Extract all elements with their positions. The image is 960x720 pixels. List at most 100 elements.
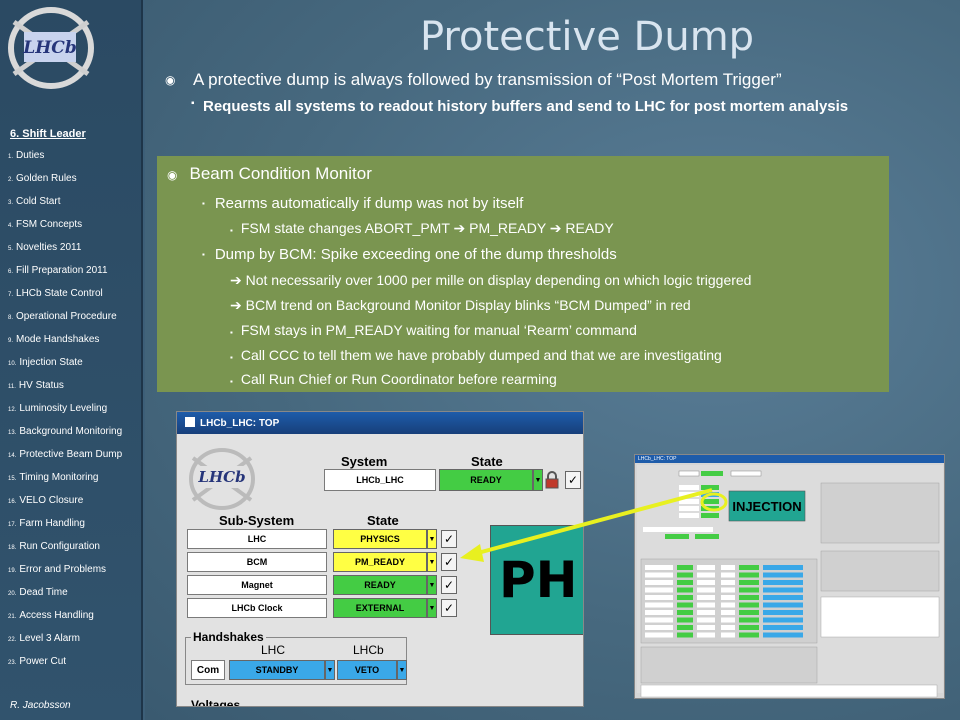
agenda-item[interactable]: 23.Power Cut	[8, 656, 122, 679]
hdr-state: State	[471, 454, 503, 469]
agenda-item-number: 13.	[8, 430, 17, 436]
subsystem-state[interactable]: PM_READY	[333, 552, 427, 572]
agenda-item-number: 20.	[8, 591, 17, 597]
sub-bullet-icon: ▪	[191, 98, 195, 109]
mini-cell	[677, 632, 693, 638]
hs-lhcb-state[interactable]: VETO	[337, 660, 397, 680]
lock-icon[interactable]	[545, 471, 559, 489]
partition-box	[490, 525, 583, 635]
subsystem-name[interactable]: LHC	[187, 529, 327, 549]
hdr-system: System	[341, 454, 388, 469]
agenda-item[interactable]: 7.LHCb State Control	[8, 288, 122, 311]
mini-cell	[677, 587, 693, 593]
mini-cell	[763, 617, 803, 623]
agenda-item-label: HV Status	[18, 380, 64, 391]
subsystem-name[interactable]: BCM	[187, 552, 327, 572]
agenda-item[interactable]: 14.Protective Beam Dump	[8, 449, 122, 472]
agenda-item-label: Run Configuration	[19, 541, 100, 552]
mini-cell	[645, 565, 673, 570]
dropdown-arrow-icon[interactable]: ▼	[397, 660, 407, 680]
bcm-l3f: ▪Call Run Chief or Run Coordinator befor…	[230, 371, 557, 387]
bullet-icon: ◉	[167, 168, 178, 182]
agenda-item[interactable]: 1.Duties	[8, 150, 122, 173]
agenda-item[interactable]: 2.Golden Rules	[8, 173, 122, 196]
agenda-item[interactable]: 8.Operational Procedure	[8, 311, 122, 334]
svg-text:INJECTION: INJECTION	[732, 499, 801, 514]
agenda-item-number: 22.	[8, 637, 17, 643]
bcm-l2b: ▪Dump by BCM: Spike exceeding one of the…	[202, 246, 617, 263]
dropdown-arrow-icon[interactable]: ▼	[427, 529, 437, 549]
system-name-box[interactable]: LHCb_LHC	[324, 469, 436, 491]
agenda-item-label: LHCb State Control	[16, 288, 103, 299]
mini-cell	[677, 572, 693, 578]
subsystem-state[interactable]: READY	[333, 575, 427, 595]
mini-cell	[645, 625, 673, 630]
checkmark-icon[interactable]: ✓	[441, 553, 457, 571]
subsystem-state[interactable]: PHYSICS	[333, 529, 427, 549]
agenda-item[interactable]: 4.FSM Concepts	[8, 219, 122, 242]
subsystem-name[interactable]: LHCb Clock	[187, 598, 327, 618]
dropdown-arrow-icon[interactable]: ▼	[533, 469, 543, 491]
dropdown-arrow-icon[interactable]: ▼	[325, 660, 335, 680]
panel-title: LHCb_LHC: TOP	[200, 418, 280, 429]
checkmark-icon[interactable]: ✓	[565, 471, 581, 489]
agenda-item[interactable]: 6.Fill Preparation 2011	[8, 265, 122, 288]
system-state-box[interactable]: READY	[439, 469, 533, 491]
agenda-item[interactable]: 22.Level 3 Alarm	[8, 633, 122, 656]
hdr-substate: State	[367, 513, 399, 528]
agenda-item[interactable]: 17.Farm Handling	[8, 518, 122, 541]
agenda-item[interactable]: 21.Access Handling	[8, 610, 122, 633]
mini-cell	[721, 565, 735, 570]
sub-bullet-icon: ▪	[202, 250, 205, 259]
checkmark-icon[interactable]: ✓	[441, 576, 457, 594]
bcm-l3c: ➔ BCM trend on Background Monitor Displa…	[230, 297, 691, 314]
agenda-item[interactable]: 11.HV Status	[8, 380, 122, 403]
mini-cell	[677, 625, 693, 630]
agenda-item-label: Level 3 Alarm	[19, 633, 80, 644]
subsystem-state[interactable]: EXTERNAL	[333, 598, 427, 618]
agenda-item[interactable]: 10.Injection State	[8, 357, 122, 380]
mini-cell	[645, 617, 673, 623]
dropdown-arrow-icon[interactable]: ▼	[427, 552, 437, 572]
mini-cell	[763, 587, 803, 593]
agenda-item[interactable]: 16.VELO Closure	[8, 495, 122, 518]
dropdown-arrow-icon[interactable]: ▼	[427, 575, 437, 595]
agenda-item[interactable]: 18.Run Configuration	[8, 541, 122, 564]
bullet-1-text: A protective dump is always followed by …	[193, 70, 782, 89]
agenda-item-label: Duties	[16, 150, 45, 161]
mini-titlebar: LHCb_LHC: TOP	[635, 455, 944, 463]
agenda-item-label: Mode Handshakes	[16, 334, 100, 345]
agenda-item[interactable]: 12.Luminosity Leveling	[8, 403, 122, 426]
agenda-item-label: Operational Procedure	[16, 311, 117, 322]
mini-cell	[697, 625, 715, 630]
mini-cell	[763, 625, 803, 630]
hs-lhc-state[interactable]: STANDBY	[229, 660, 325, 680]
mini-cell	[721, 625, 735, 630]
bcm-l3d: ▪FSM stays in PM_READY waiting for manua…	[230, 322, 637, 338]
mini-cell	[721, 595, 735, 600]
agenda-item[interactable]: 20.Dead Time	[8, 587, 122, 610]
agenda-item-number: 21.	[8, 614, 17, 620]
agenda-item[interactable]: 9.Mode Handshakes	[8, 334, 122, 357]
subsystem-name[interactable]: Magnet	[187, 575, 327, 595]
agenda-item[interactable]: 3.Cold Start	[8, 196, 122, 219]
mini-cell	[721, 617, 735, 623]
mini-cell	[677, 565, 693, 570]
agenda-item[interactable]: 5.Novelties 2011	[8, 242, 122, 265]
agenda-item-number: 4.	[8, 223, 14, 229]
sub-bullet-icon: ▪	[230, 353, 233, 362]
agenda-item[interactable]: 15.Timing Monitoring	[8, 472, 122, 495]
lhcb-logo: LHCb	[8, 7, 94, 89]
checkmark-icon[interactable]: ✓	[441, 530, 457, 548]
sub-bullet-icon: ▪	[202, 199, 205, 208]
hs-lhcb-header: LHCb	[353, 643, 384, 657]
agenda-item[interactable]: 19.Error and Problems	[8, 564, 122, 587]
dropdown-arrow-icon[interactable]: ▼	[427, 598, 437, 618]
agenda-item-number: 11.	[8, 384, 16, 390]
checkmark-icon[interactable]: ✓	[441, 599, 457, 617]
agenda-item-label: VELO Closure	[19, 495, 84, 506]
agenda-item[interactable]: 13.Background Monitoring	[8, 426, 122, 449]
agenda-item-number: 17.	[8, 522, 17, 528]
agenda-item-number: 9.	[8, 338, 14, 344]
mini-cell	[739, 617, 759, 623]
